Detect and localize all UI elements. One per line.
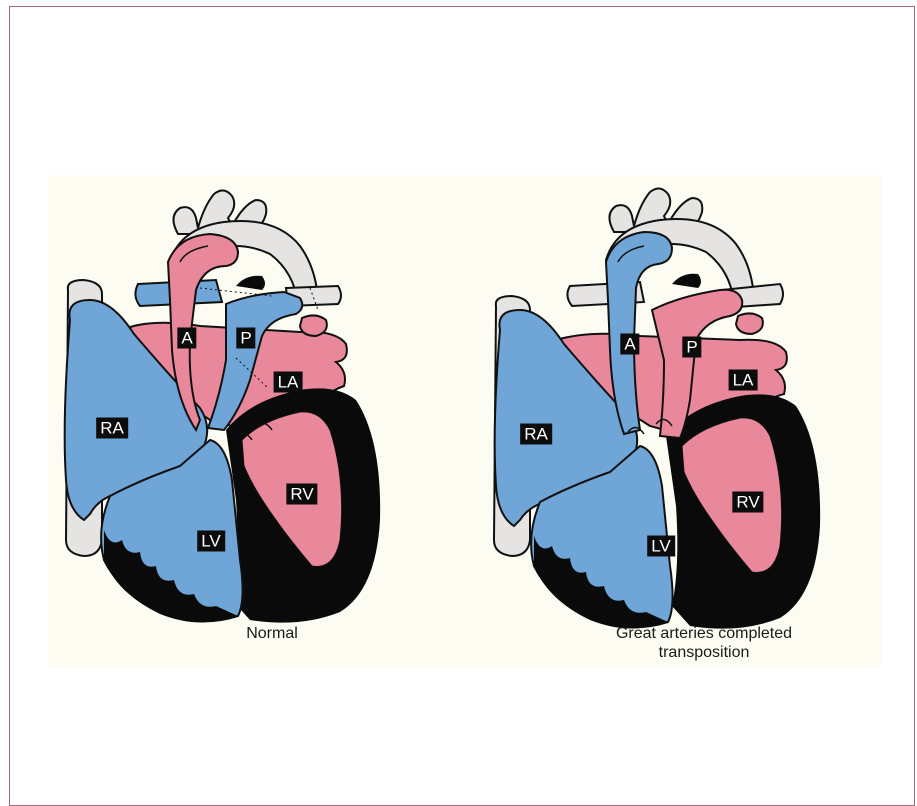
tga-label-aorta: A <box>620 334 639 355</box>
normal-arch-hole <box>236 276 265 290</box>
tga-pulmonary-vein <box>736 313 763 334</box>
normal-pulmonary-vein <box>300 315 327 336</box>
tga-label-pulmonary: P <box>682 337 701 358</box>
normal-heart <box>65 190 380 622</box>
normal-label-left-ventricle: LV <box>197 531 225 552</box>
tga-label-left-atrium: LA <box>729 370 758 391</box>
normal-label-right-ventricle: RV <box>286 484 317 505</box>
tga-label-right-ventricle: RV <box>732 492 763 513</box>
normal-label-aorta: A <box>177 328 196 349</box>
tga-arch-hole <box>672 274 701 288</box>
normal-label-left-atrium: LA <box>274 372 303 393</box>
transposition-heart <box>494 188 820 628</box>
transposition-caption: Great arteries completed transposition <box>589 624 819 662</box>
normal-label-pulmonary: P <box>236 328 255 349</box>
tga-label-right-atrium: RA <box>520 424 552 445</box>
tga-label-left-ventricle: LV <box>647 536 675 557</box>
normal-caption: Normal <box>246 624 298 643</box>
normal-label-right-atrium: RA <box>96 418 128 439</box>
